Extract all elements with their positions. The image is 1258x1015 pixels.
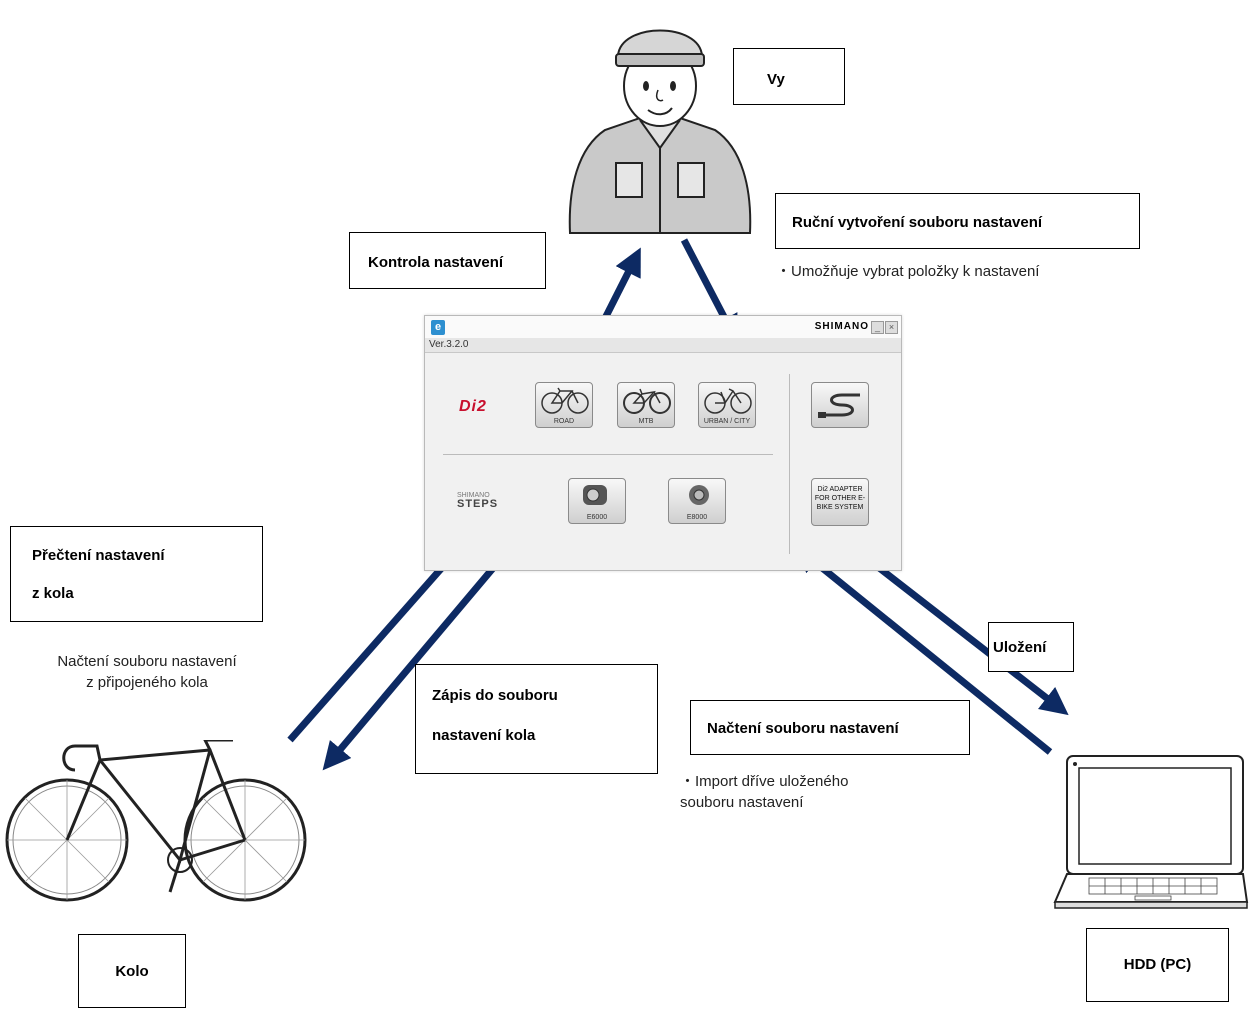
hdd-label: HDD (PC)	[1123, 956, 1192, 973]
road-tile-label: ROAD	[553, 418, 575, 425]
check-settings-box: Kontrola nastavení	[349, 232, 546, 289]
cable-icon	[818, 393, 860, 418]
e6000-tile-button[interactable]: E6000	[568, 478, 626, 524]
load-file-label: Načtení souboru nastavení	[707, 720, 899, 737]
e8000-tile-label: E8000	[686, 514, 708, 521]
steps-logo-top: SHIMANO	[457, 492, 490, 499]
version-bar: Ver.3.2.0	[425, 338, 901, 353]
close-button[interactable]: ×	[885, 321, 898, 334]
manual-create-note: ・Umožňuje vybrat položky k nastavení	[776, 263, 1040, 280]
road-bike-small-icon	[541, 387, 589, 414]
drive-unit-icon	[689, 485, 709, 505]
app-window: e SHIMANO _ × Ver.3.2.0 Di2 ROAD MTB URB…	[424, 315, 902, 571]
horizontal-separator	[443, 454, 773, 455]
load-file-note-2: souboru nastavení	[680, 794, 804, 811]
write-to-bike-label-1: Zápis do souboru	[432, 687, 558, 704]
mtb-tile-label: MTB	[638, 418, 654, 425]
minimize-button[interactable]: _	[871, 321, 884, 334]
bike-label: Kolo	[115, 963, 149, 980]
arrow-write-to-bike	[322, 545, 513, 771]
app-titlebar: e SHIMANO _ ×	[425, 316, 901, 338]
load-file-box: Načtení souboru nastavení	[690, 700, 970, 755]
e6000-tile-label: E6000	[586, 514, 608, 521]
laptop-icon	[1053, 755, 1249, 909]
app-logo-icon: e	[431, 320, 445, 335]
urban-tile-button[interactable]: URBAN / CITY	[698, 382, 756, 428]
save-box: Uložení	[988, 622, 1074, 672]
adapter-tile-button[interactable]: Di2 ADAPTER FOR OTHER E-BIKE SYSTEM	[811, 478, 869, 526]
road-tile-button[interactable]: ROAD	[535, 382, 593, 428]
city-bike-icon	[704, 388, 752, 414]
manual-create-box: Ruční vytvoření souboru nastavení	[775, 193, 1140, 249]
write-to-bike-box: Zápis do souboru nastavení kola	[415, 664, 658, 774]
steps-logo: SHIMANO STEPS	[457, 492, 498, 510]
e8000-tile-button[interactable]: E8000	[668, 478, 726, 524]
bike-box: Kolo	[78, 934, 186, 1008]
road-bike-icon	[5, 740, 307, 902]
steps-logo-bottom: STEPS	[457, 498, 499, 510]
cable-tile-button[interactable]	[811, 382, 869, 428]
mtb-bike-icon	[623, 388, 671, 414]
check-settings-label: Kontrola nastavení	[368, 254, 504, 271]
save-label: Uložení	[993, 639, 1047, 656]
app-brand: SHIMANO	[814, 321, 869, 332]
read-from-bike-label-2: z kola	[32, 585, 74, 602]
you-label: Vy	[767, 71, 785, 88]
read-from-bike-note-2: z připojeného kola	[86, 674, 208, 691]
version-label: Ver.3.2.0	[429, 339, 469, 350]
you-box: Vy	[733, 48, 845, 105]
worker-person-icon	[568, 29, 752, 234]
mtb-tile-button[interactable]: MTB	[617, 382, 675, 428]
load-file-note-1: ・Import dříve uloženého	[680, 773, 849, 790]
adapter-tile-label: Di2 ADAPTER FOR OTHER E-BIKE SYSTEM	[814, 486, 866, 511]
di2-logo: Di2	[459, 398, 487, 415]
read-from-bike-box: Přečtení nastavení z kola	[10, 526, 263, 622]
read-from-bike-note: Načtení souboru nastavení z připojeného …	[32, 651, 262, 693]
vertical-separator	[789, 374, 790, 554]
write-to-bike-label-2: nastavení kola	[432, 727, 536, 744]
read-from-bike-note-1: Načtení souboru nastavení	[57, 653, 237, 670]
read-from-bike-label-1: Přečtení nastavení	[32, 547, 165, 564]
load-file-note: ・Import dříve uloženého souboru nastaven…	[680, 771, 848, 813]
manual-create-label: Ruční vytvoření souboru nastavení	[792, 214, 1043, 231]
urban-tile-label: URBAN / CITY	[703, 418, 751, 425]
drive-unit-icon	[583, 485, 607, 505]
arrow-load-file	[793, 544, 1053, 755]
hdd-box: HDD (PC)	[1086, 928, 1229, 1002]
